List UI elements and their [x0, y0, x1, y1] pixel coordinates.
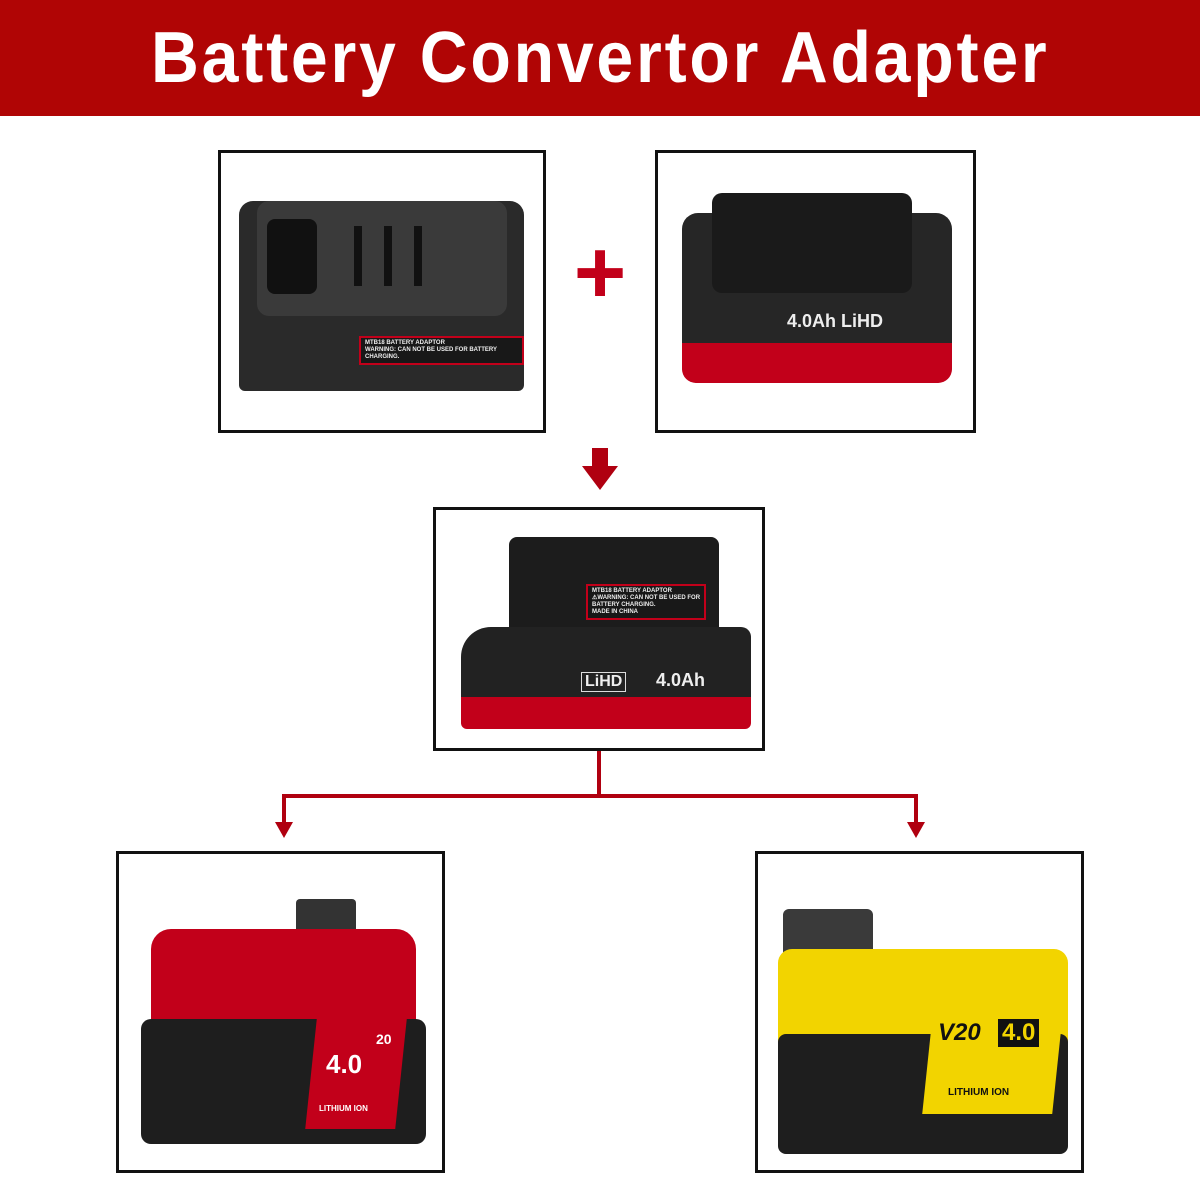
page-title: Battery Convertor Adapter	[150, 18, 1050, 98]
combined-label-3: BATTERY CHARGING.	[592, 602, 656, 608]
craftsman-capacity: 4.0	[326, 1049, 363, 1079]
connector-horizontal	[282, 794, 918, 798]
adapter-label-1: MTB18 BATTERY ADAPTOR	[365, 340, 445, 346]
connector-vertical	[597, 751, 601, 796]
down-arrow-left-icon	[275, 822, 293, 838]
craftsman-chem: LITHIUM ION	[319, 1104, 368, 1113]
stanley-battery-panel: V20 4.0 LITHIUM ION	[755, 851, 1084, 1173]
stanley-battery-image: V20 4.0 LITHIUM ION	[778, 909, 1068, 1154]
combined-capacity: 4.0Ah	[656, 670, 706, 690]
combined-panel: MTB18 BATTERY ADAPTOR ⚠WARNING: CAN NOT …	[433, 507, 765, 751]
combined-image: MTB18 BATTERY ADAPTOR ⚠WARNING: CAN NOT …	[461, 532, 751, 732]
combined-label-1: MTB18 BATTERY ADAPTOR	[592, 588, 672, 594]
combined-label-4: MADE IN CHINA	[592, 609, 638, 615]
combined-brand: LiHD	[581, 672, 627, 692]
metabo-capacity: 4.0Ah	[787, 311, 837, 331]
connector-right-drop	[914, 794, 918, 824]
down-arrow-shaft	[592, 448, 608, 468]
stanley-brand: V20	[938, 1019, 981, 1046]
stanley-capacity: 4.0	[998, 1019, 1040, 1047]
connector-left-drop	[282, 794, 286, 824]
craftsman-battery-panel: 4.0 20 LITHIUM ION	[116, 851, 445, 1173]
craftsman-voltage: 20	[376, 1031, 392, 1047]
metabo-battery-panel: 4.0Ah LiHD	[655, 150, 976, 433]
down-arrow-icon	[582, 466, 618, 490]
stanley-chem: LITHIUM ION	[948, 1087, 1010, 1098]
down-arrow-right-icon	[907, 822, 925, 838]
metabo-battery-image: 4.0Ah LiHD	[682, 193, 952, 393]
title-banner: Battery Convertor Adapter	[0, 0, 1200, 116]
plus-icon: +	[573, 223, 627, 323]
metabo-brand: LiHD	[841, 311, 884, 331]
adapter-label-2: WARNING: CAN NOT BE USED FOR BATTERY CHA…	[365, 347, 497, 360]
craftsman-battery-image: 4.0 20 LITHIUM ION	[141, 899, 426, 1144]
combined-label-2: ⚠WARNING: CAN NOT BE USED FOR	[592, 595, 701, 601]
